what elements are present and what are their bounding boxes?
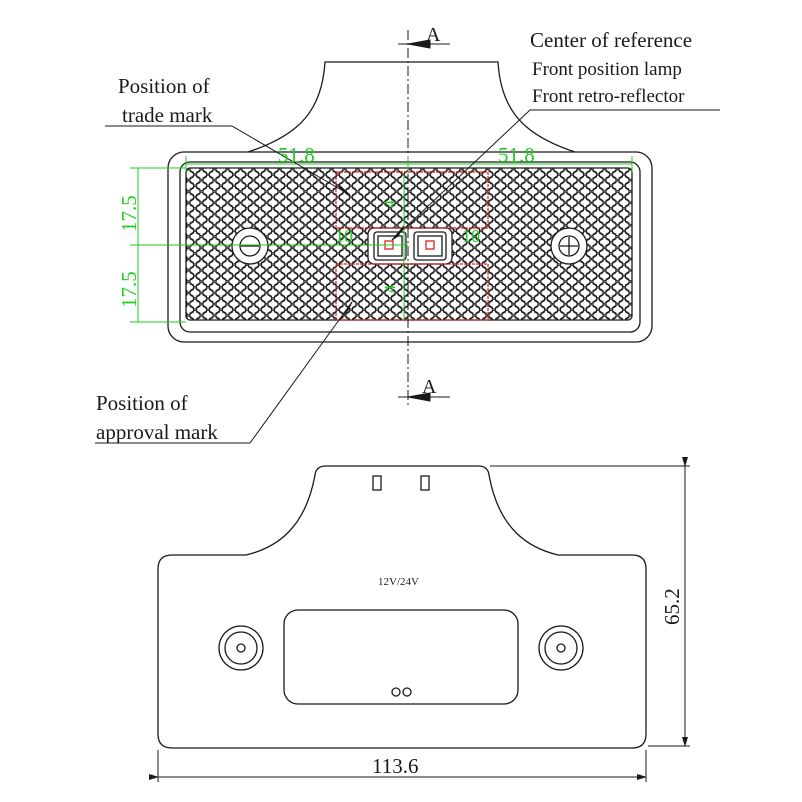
section-line [398, 30, 450, 405]
callout-trade-mark-line2: trade mark [122, 103, 213, 127]
front-view [167, 61, 653, 343]
callout-approval-mark-line1: Position of [96, 391, 188, 415]
back-window [283, 609, 519, 705]
callout-trade-mark-line1: Position of [118, 74, 210, 98]
lamp-module [367, 227, 453, 265]
callout-front-retro-reflector: Front retro-reflector [532, 86, 685, 107]
dim-right-center-offset: 10 [462, 226, 480, 246]
housing-inner [179, 161, 641, 333]
back-clip-left [372, 475, 382, 491]
trade-mark-zone [335, 171, 489, 229]
dim-upper-height: 17.5 [117, 195, 141, 232]
voltage-label: 12V/24V [378, 576, 419, 588]
mount-tab-outline [247, 61, 576, 153]
front-dimensions [130, 156, 633, 323]
back-hole-right [538, 625, 584, 671]
callout-approval-mark-line2: approval mark [96, 420, 218, 444]
screw-right [550, 227, 588, 265]
section-label-top: A [426, 24, 441, 46]
dim-width-113-6: 113.6 [372, 754, 418, 778]
dim-lower-gap: 4 [382, 285, 399, 293]
back-dimensions [149, 457, 690, 782]
dim-lower-height: 17.5 [117, 271, 141, 308]
back-housing-outline [157, 465, 647, 749]
callout-center-reference: Center of reference [530, 28, 692, 52]
dim-left-width: 51.8 [278, 143, 315, 167]
mark-zones [335, 171, 489, 321]
back-clip-right [420, 475, 430, 491]
back-hole-left [218, 625, 264, 671]
callout-front-position-lamp: Front position lamp [532, 59, 682, 80]
dim-height-65-2: 65.2 [660, 588, 684, 625]
dim-upper-gap: 4 [382, 200, 399, 208]
dim-left-center-offset: 10 [335, 226, 353, 246]
screw-left [231, 227, 269, 265]
approval-mark-zone [335, 263, 489, 321]
housing-outer [167, 151, 653, 343]
front-leaders [95, 109, 720, 444]
back-wire-hole-1 [391, 687, 401, 697]
section-label-bottom: A [422, 376, 437, 398]
back-view [157, 465, 647, 749]
back-wire-hole-2 [402, 687, 412, 697]
dim-right-width: 51.8 [498, 143, 535, 167]
